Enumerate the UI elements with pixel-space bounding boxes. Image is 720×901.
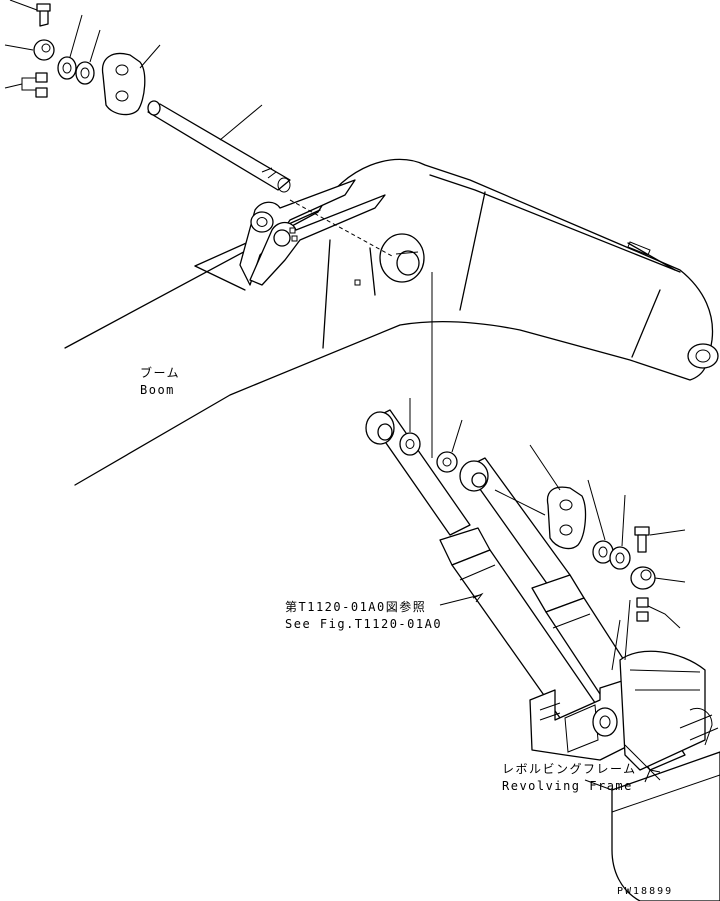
boom-label-jp: ブーム bbox=[140, 366, 181, 380]
drawing-code: PW18899 bbox=[617, 886, 674, 897]
reference-label-en: See Fig.T1120-01A0 bbox=[285, 617, 443, 631]
frame-label-en: Revolving Frame bbox=[502, 779, 633, 793]
boom-label-en: Boom bbox=[140, 383, 175, 397]
revolving-frame bbox=[529, 599, 720, 901]
reference-leader bbox=[439, 594, 481, 606]
cylinder-foot-pin-hardware bbox=[529, 444, 686, 629]
left-boom-cylinder bbox=[365, 398, 601, 726]
boom bbox=[64, 158, 719, 486]
boom-foot-pin-assembly bbox=[4, 0, 393, 257]
frame-label-jp: レボルビングフレーム bbox=[502, 762, 637, 776]
reference-label-jp: 第T1120-01A0図参照 bbox=[285, 600, 427, 614]
reference-arrowhead bbox=[472, 592, 484, 603]
frame-leader bbox=[584, 779, 613, 791]
